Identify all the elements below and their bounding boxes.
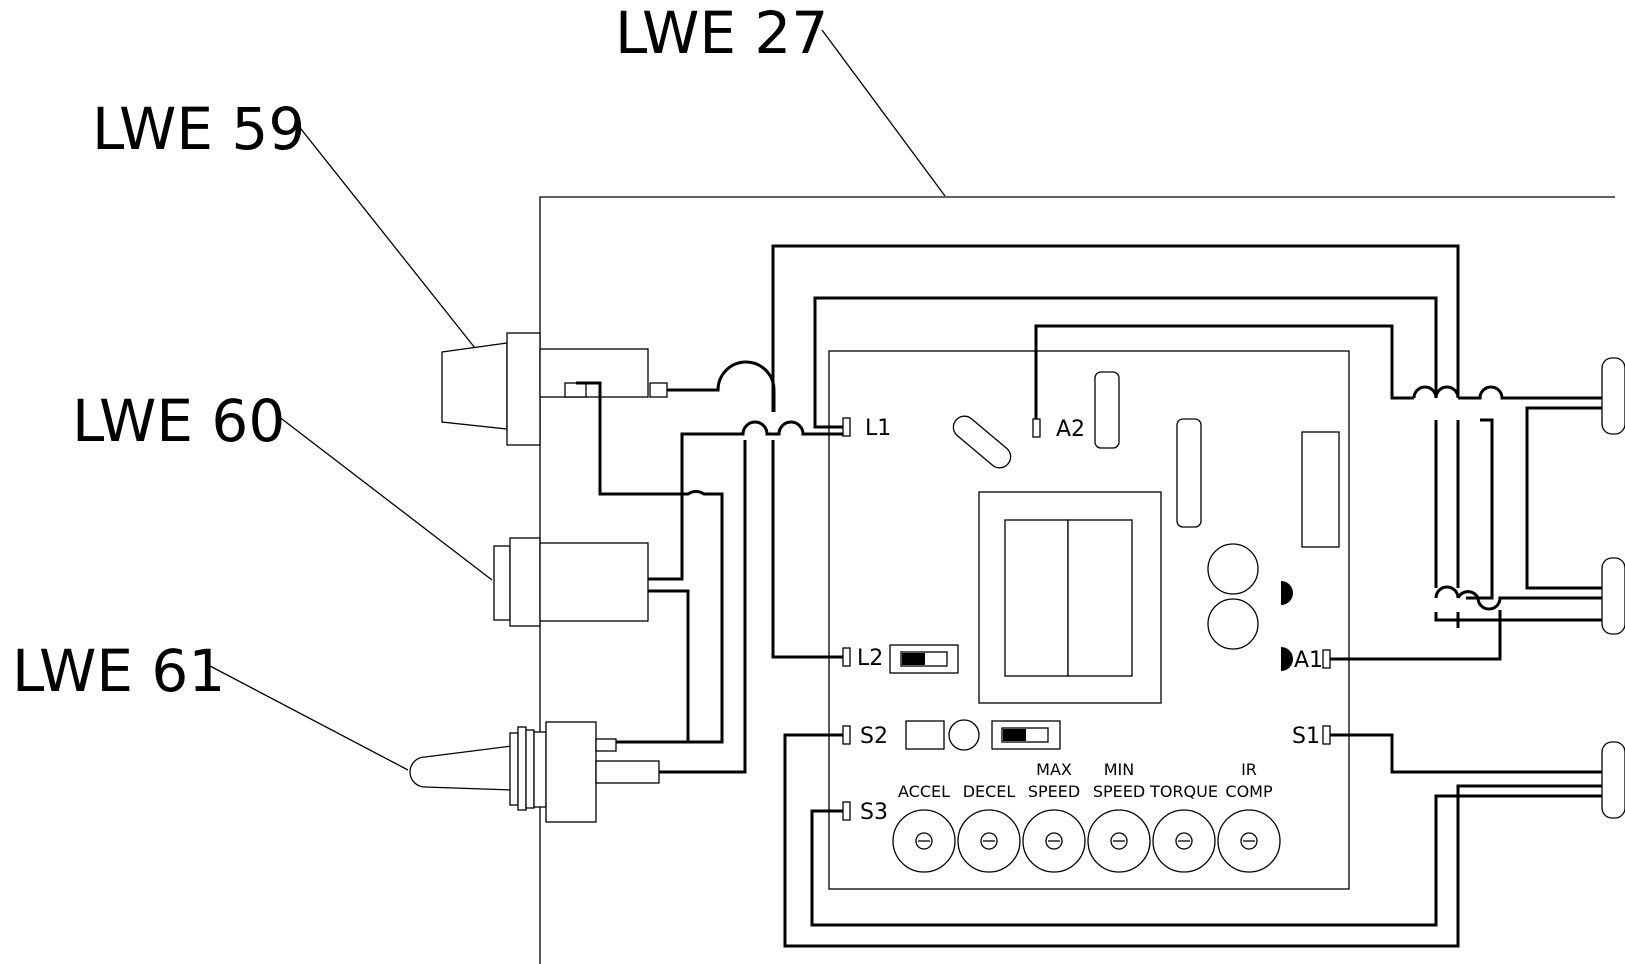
- potentiometer[interactable]: ACCEL: [892, 782, 956, 873]
- terminal-l2-block: [842, 647, 851, 667]
- board-capacitor-2: [1207, 598, 1259, 650]
- potentiometer-label-line2: ACCEL: [898, 782, 950, 801]
- potentiometer-label-line1: MAX: [1036, 760, 1072, 779]
- potentiometer-label-line2: COMP: [1225, 782, 1273, 801]
- wire-a2: [1034, 324, 1414, 419]
- switch-l2-slider[interactable]: [902, 653, 925, 665]
- potentiometer[interactable]: DECEL: [957, 782, 1021, 873]
- wire-l2-loop: [771, 244, 1460, 659]
- right-connectors: [1601, 357, 1625, 819]
- board-rectifier: [952, 415, 1012, 469]
- terminal-a1-label: A1: [1294, 648, 1323, 673]
- control-board: [828, 350, 1350, 890]
- board-jumper: [905, 720, 945, 750]
- leader-lwe61: [209, 665, 409, 771]
- board-relay: [1301, 431, 1340, 548]
- wire-fuse-to-l1: [648, 420, 843, 581]
- potentiometer[interactable]: MAX SPEED: [1022, 760, 1086, 873]
- wire-fuse-to-switch: [616, 589, 690, 744]
- wire-a1: [1330, 610, 1502, 661]
- wire-s2: [783, 733, 1612, 948]
- terminal-a2-block: [1032, 418, 1041, 438]
- wire-l1-loop: [813, 296, 1612, 622]
- terminal-s1-label: S1: [1292, 724, 1320, 749]
- pilot-light-lwe59: [441, 332, 668, 446]
- wire-pilot-to-switch: [576, 381, 724, 744]
- terminal-s2-block: [842, 725, 851, 745]
- terminal-l1-block: [842, 417, 851, 437]
- fuse-holder-lwe60: [493, 537, 649, 627]
- potentiometer-label-line2: SPEED: [1028, 782, 1080, 801]
- connector-middle: [1601, 557, 1625, 635]
- terminal-s2-label: S2: [860, 724, 888, 749]
- board-capacitor-1: [1207, 543, 1259, 595]
- leader-lines: [209, 29, 946, 771]
- callout-lwe27: LWE 27: [615, 0, 828, 67]
- wire-crossover-top: [1412, 385, 1460, 399]
- leader-lwe27: [821, 29, 946, 197]
- terminal-l1-label: L1: [865, 416, 891, 441]
- wire-a2-out: [1458, 385, 1612, 400]
- switch-s2-slider[interactable]: [1003, 729, 1026, 741]
- potentiometer-label-line2: TORQUE: [1149, 782, 1218, 801]
- board-resistor-1: [1094, 371, 1120, 449]
- leader-lwe60: [277, 415, 493, 581]
- potentiometer-label-line2: DECEL: [963, 782, 1016, 801]
- terminal-a2-label: A2: [1056, 417, 1085, 442]
- connector-top: [1601, 357, 1625, 435]
- toggle-switch-lwe61: [409, 721, 660, 823]
- callout-lwe59: LWE 59: [92, 95, 305, 163]
- terminal-s3-label: S3: [860, 800, 888, 825]
- wiring: [576, 244, 1612, 948]
- wire-pilot-light: [667, 360, 776, 412]
- callout-lwe60: LWE 60: [72, 387, 285, 455]
- terminal-s1-block: [1322, 725, 1331, 745]
- board-transformer-winding-right: [1067, 519, 1133, 677]
- potentiometer[interactable]: TORQUE: [1149, 782, 1218, 873]
- terminal-s3-block: [842, 801, 851, 821]
- wire-switch-to-l2: [659, 440, 747, 774]
- board-led: [948, 719, 980, 751]
- board-diode-1: [1281, 581, 1293, 605]
- wire-right-loop: [1466, 406, 1612, 611]
- enclosure-outline: [539, 196, 1615, 964]
- wire-s3: [810, 794, 1612, 927]
- potentiometer[interactable]: MIN SPEED: [1087, 760, 1151, 873]
- board-resistor-2: [1176, 418, 1202, 528]
- wire-crossover-middle: [1434, 418, 1494, 600]
- potentiometer-label-line1: IR: [1241, 760, 1257, 779]
- callout-lwe61: LWE 61: [12, 637, 225, 705]
- potentiometer[interactable]: IR COMP: [1217, 760, 1281, 873]
- potentiometer-label-line1: MIN: [1104, 760, 1135, 779]
- wire-s1: [1330, 733, 1612, 774]
- leader-lwe59: [296, 123, 476, 349]
- terminal-l2-label: L2: [857, 646, 883, 671]
- board-diode-2: [1281, 647, 1293, 671]
- potentiometer-label-line2: SPEED: [1093, 782, 1145, 801]
- terminal-a1-block: [1322, 649, 1331, 669]
- connector-bottom: [1601, 741, 1625, 819]
- board-transformer-winding-left: [1004, 519, 1069, 677]
